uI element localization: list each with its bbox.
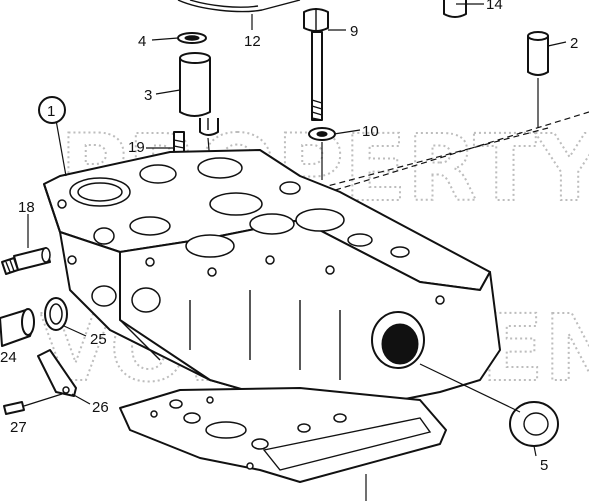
callout-1-circle <box>38 96 66 124</box>
part-4-washer <box>177 32 207 44</box>
callout-14: 14 <box>486 0 503 13</box>
part-1-cylinder-head <box>43 149 501 411</box>
part-14-sleeve <box>443 0 467 18</box>
callouts: 1 2 3 4 5 9 10 12 14 18 19 24 25 26 27 <box>0 0 578 474</box>
callout-27: 27 <box>10 419 27 436</box>
callout-9: 9 <box>350 23 358 40</box>
callout-18: 18 <box>18 199 35 216</box>
callout-5: 5 <box>540 457 548 474</box>
callout-2: 2 <box>570 35 578 52</box>
callout-25: 25 <box>90 331 107 348</box>
callout-4: 4 <box>138 33 146 50</box>
callout-12: 12 <box>244 33 261 50</box>
part-24-fitting <box>0 308 35 347</box>
part-12-valve-cover-edge <box>177 0 301 13</box>
callout-10: 10 <box>362 123 379 140</box>
part-27-screw <box>3 393 63 415</box>
callout-3: 3 <box>144 87 152 104</box>
callout-24: 24 <box>0 349 17 366</box>
part-25-o-ring <box>44 297 68 331</box>
callout-19: 19 <box>128 139 145 156</box>
part-18-sleeve <box>1 247 51 275</box>
part-2-dowel-sleeve <box>527 31 549 76</box>
part-26-bracket <box>37 349 77 397</box>
callout-26: 26 <box>92 399 109 416</box>
part-3-injector-sleeve <box>179 52 219 136</box>
part-9-bolt <box>303 8 329 121</box>
callout-1: 1 <box>47 103 55 120</box>
part-10-washer <box>308 127 336 141</box>
cylinder-head-gasket <box>119 387 447 501</box>
leader-lines <box>27 3 567 457</box>
